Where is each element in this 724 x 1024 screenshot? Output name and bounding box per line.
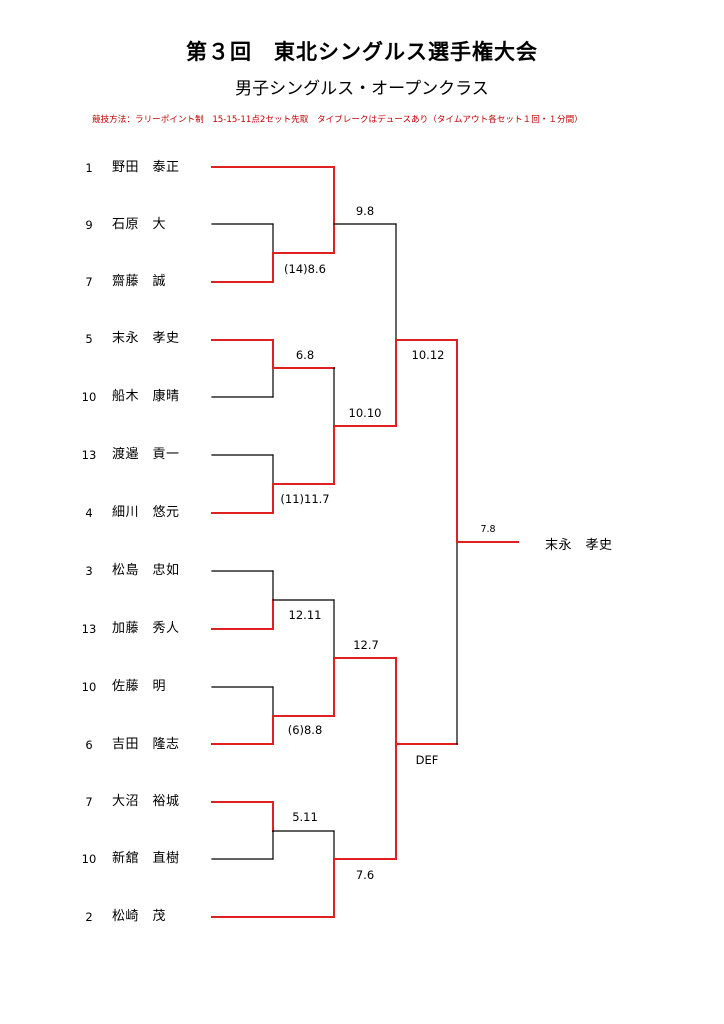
match-score: 10.12: [411, 348, 445, 362]
match-score: 7.6: [355, 868, 375, 882]
player-entry: 4 細川 悠元: [78, 505, 208, 521]
player-entry: 13 加藤 秀人: [78, 621, 208, 637]
player-entry: 3 松島 忠如: [78, 563, 208, 579]
player-name: 佐藤 明: [112, 679, 167, 694]
match-score: 6.8: [295, 348, 315, 362]
player-seed: 1: [85, 161, 93, 175]
page-subtitle: 男子シングルス・オープンクラス: [235, 79, 489, 99]
player-entry: 9 石原 大: [78, 217, 208, 233]
match-score: 7.8: [480, 524, 496, 535]
player-seed: 4: [85, 506, 93, 520]
player-seed: 10: [81, 852, 97, 866]
player-name: 細川 悠元: [112, 505, 180, 520]
player-name: 松島 忠如: [112, 563, 180, 578]
player-seed: 7: [85, 795, 93, 809]
page-title: 第３回 東北シングルス選手権大会: [186, 40, 538, 64]
player-entry: 6 吉田 隆志: [78, 737, 208, 753]
player-name: 吉田 隆志: [112, 737, 180, 752]
match-score: 5.11: [292, 810, 318, 824]
player-entry: 2 松崎 茂: [78, 909, 208, 925]
player-seed: 9: [85, 218, 93, 232]
player-seed: 5: [85, 332, 93, 346]
player-seed: 10: [81, 680, 97, 694]
champion-name: 末永 孝史: [545, 538, 613, 553]
match-score: DEF: [415, 753, 439, 767]
player-seed: 3: [85, 564, 93, 578]
match-score: (6)8.8: [287, 723, 323, 737]
player-name: 末永 孝史: [112, 331, 180, 346]
player-entry: 7 大沼 裕城: [78, 794, 208, 810]
player-seed: 13: [81, 448, 97, 462]
match-score: 9.8: [355, 204, 375, 218]
player-entry: 10 佐藤 明: [78, 679, 208, 695]
player-entry: 10 船木 康晴: [78, 389, 208, 405]
match-score: 12.7: [353, 638, 379, 652]
player-seed: 7: [85, 275, 93, 289]
player-seed: 13: [81, 622, 97, 636]
competition-rules: 競技方法：ラリーポイント制 15-15-11点2セット先取 タイブレークはデュー…: [92, 115, 583, 125]
player-name: 齋藤 誠: [112, 274, 167, 289]
player-name: 新舘 直樹: [112, 851, 180, 866]
player-seed: 6: [85, 738, 93, 752]
player-name: 松崎 茂: [112, 909, 167, 924]
match-score: 12.11: [288, 608, 322, 622]
player-entry: 10 新舘 直樹: [78, 851, 208, 867]
player-entry: 5 末永 孝史: [78, 331, 208, 347]
player-name: 加藤 秀人: [112, 621, 180, 636]
player-entry: 1 野田 泰正: [78, 160, 208, 176]
match-score: (14)8.6: [284, 262, 326, 276]
player-name: 野田 泰正: [112, 160, 180, 175]
player-name: 石原 大: [112, 217, 167, 232]
player-name: 大沼 裕城: [112, 794, 180, 809]
match-score: 10.10: [348, 406, 382, 420]
match-score: (11)11.7: [280, 492, 330, 506]
player-entry: 13 渡邉 貢一: [78, 447, 208, 463]
player-seed: 2: [85, 910, 93, 924]
player-name: 船木 康晴: [112, 389, 180, 404]
player-seed: 10: [81, 390, 97, 404]
player-entry: 7 齋藤 誠: [78, 274, 208, 290]
player-name: 渡邉 貢一: [112, 447, 180, 462]
